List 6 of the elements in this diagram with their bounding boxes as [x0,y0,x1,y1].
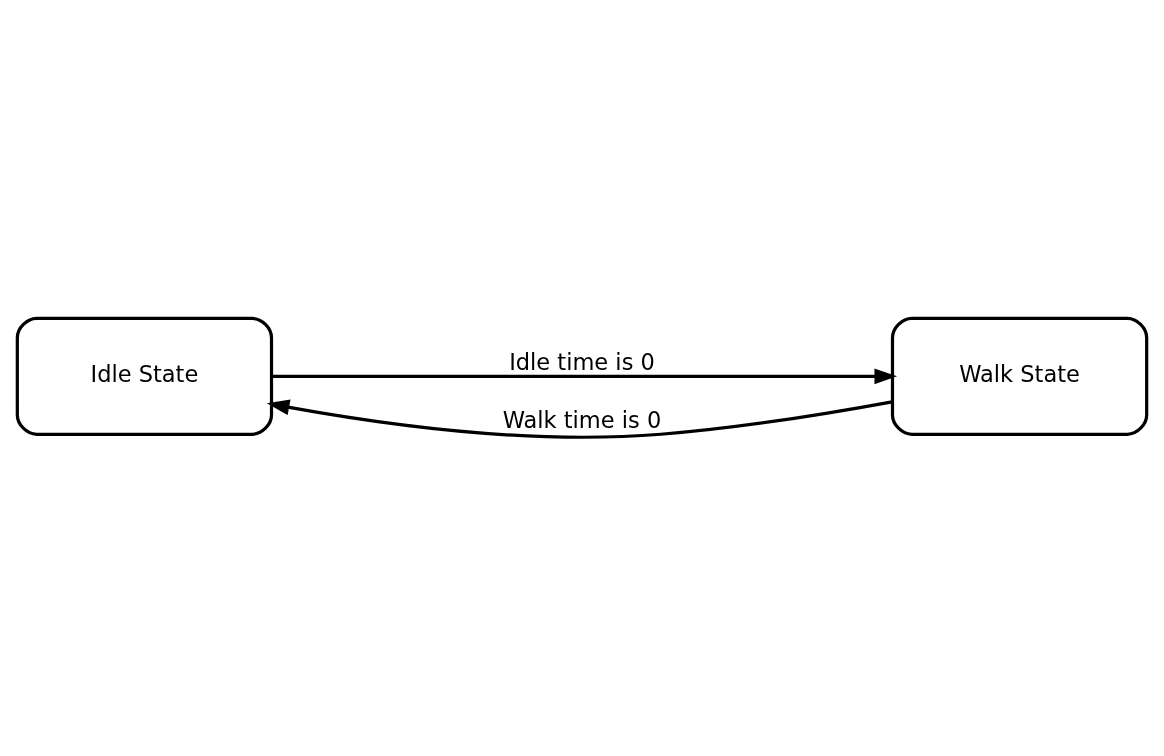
arrow [271,368,898,385]
edge-label: Walk time is 0 [502,407,662,434]
node-box: Idle State [15,316,274,436]
node-box: Walk State [890,316,1149,436]
edge-label: Idle time is 0 [509,349,655,376]
arrow [266,399,893,439]
